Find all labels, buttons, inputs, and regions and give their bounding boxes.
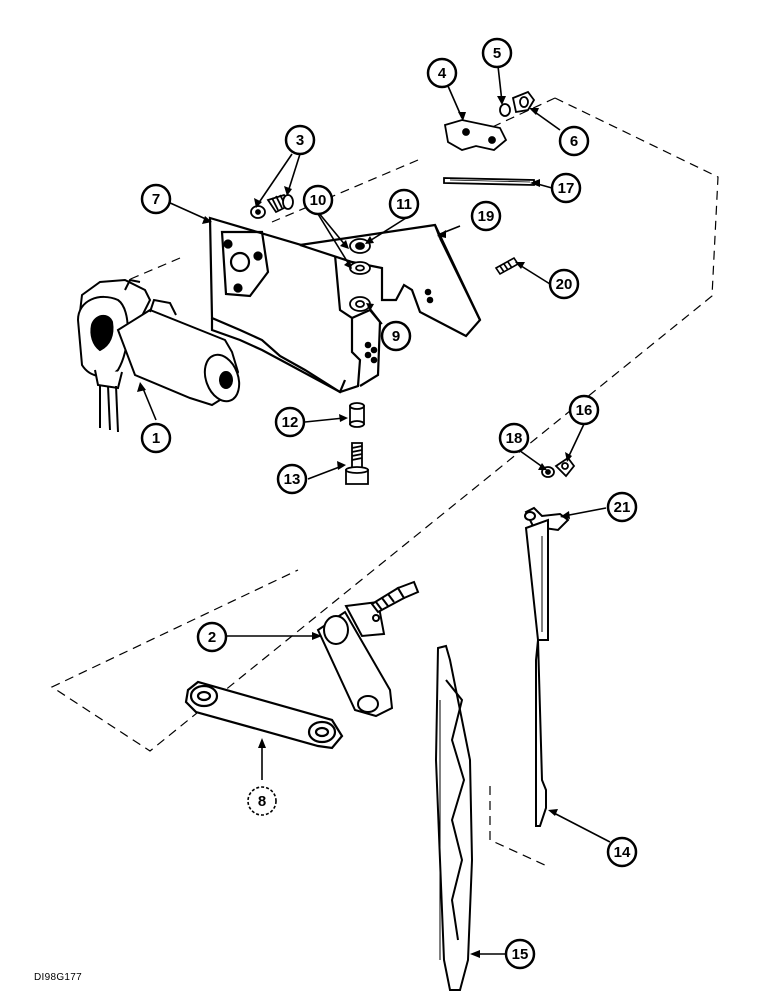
callout-10: 10	[302, 184, 334, 216]
svg-text:3: 3	[296, 132, 304, 149]
callout-15: 15	[504, 938, 536, 970]
part-bracket	[299, 223, 482, 338]
svg-text:12: 12	[282, 414, 299, 431]
svg-text:5: 5	[493, 45, 501, 62]
callout-11: 11	[388, 188, 420, 220]
part-rod	[443, 177, 535, 186]
callout-5: 5	[481, 37, 513, 69]
svg-text:21: 21	[614, 499, 631, 516]
part-screw-washer	[250, 193, 294, 219]
svg-text:13: 13	[284, 471, 301, 488]
callout-8: 8	[247, 786, 277, 816]
svg-text:4: 4	[438, 65, 447, 82]
svg-text:17: 17	[558, 180, 575, 197]
callout-7: 7	[140, 183, 172, 215]
svg-text:7: 7	[152, 191, 160, 208]
svg-text:9: 9	[392, 328, 400, 345]
callout-13: 13	[276, 463, 308, 495]
part-spindle-crank	[316, 580, 420, 718]
arrowheads	[137, 96, 572, 958]
drawing-reference: DI98G177	[34, 972, 82, 983]
svg-text:14: 14	[614, 844, 631, 861]
svg-text:2: 2	[208, 629, 216, 646]
callout-2: 2	[196, 621, 228, 653]
callout-1: 1	[140, 422, 172, 454]
callout-17: 17	[550, 172, 582, 204]
callout-21: 21	[606, 491, 638, 523]
callout-16: 16	[568, 394, 600, 426]
svg-text:20: 20	[556, 276, 573, 293]
part-mounting-plate	[208, 216, 382, 394]
callout-19: 19	[470, 200, 502, 232]
callout-4: 4	[426, 57, 458, 89]
svg-text:10: 10	[310, 192, 327, 209]
part-washers-spacers	[349, 238, 371, 312]
svg-text:1: 1	[152, 430, 160, 447]
callout-14: 14	[606, 836, 638, 868]
svg-text:15: 15	[512, 946, 529, 963]
part-wiper-blade	[434, 644, 474, 991]
callouts: 1 2 3 4 5 6 7 8 9 10 11 12 13 14 15 16 1…	[140, 37, 638, 970]
part-spacer-bolt	[345, 402, 369, 485]
callout-20: 20	[548, 268, 580, 300]
svg-text:18: 18	[506, 430, 523, 447]
callout-6: 6	[558, 125, 590, 157]
callout-18: 18	[498, 422, 530, 454]
part-wiper-motor	[76, 278, 241, 433]
svg-text:19: 19	[478, 208, 495, 225]
part-washer-nut	[541, 456, 576, 478]
part-clip-nut	[443, 90, 536, 151]
svg-text:8: 8	[258, 793, 266, 810]
assembly-outline	[50, 97, 719, 867]
callout-12: 12	[274, 406, 306, 438]
svg-text:11: 11	[396, 196, 412, 213]
svg-text:16: 16	[576, 402, 593, 419]
part-link	[184, 680, 344, 750]
svg-text:6: 6	[570, 133, 578, 150]
callout-9: 9	[380, 320, 412, 352]
callout-3: 3	[284, 124, 316, 156]
part-screw-small	[494, 256, 520, 276]
part-wiper-arm	[524, 506, 570, 827]
